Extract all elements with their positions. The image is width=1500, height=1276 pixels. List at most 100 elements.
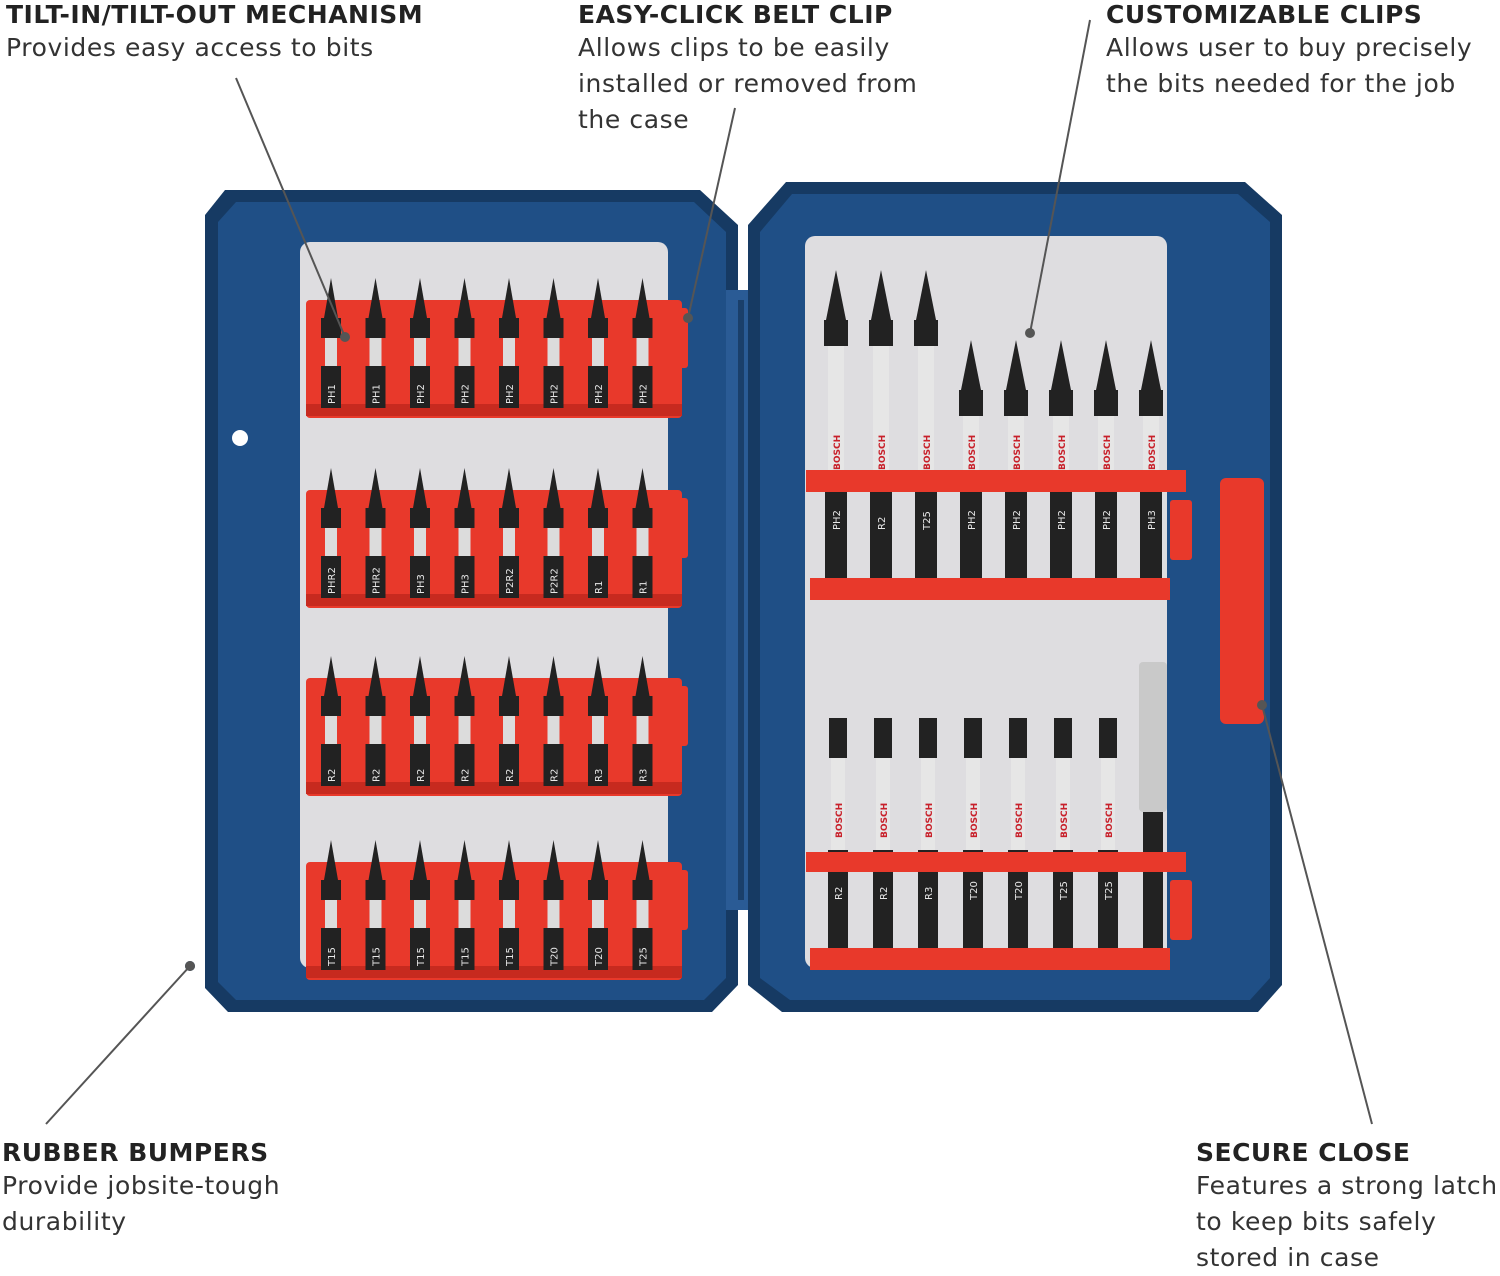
bit-label: T15 xyxy=(416,947,427,967)
bit-collar xyxy=(410,508,430,528)
bit-shank xyxy=(503,528,515,556)
bit-shank xyxy=(966,758,980,850)
bit-tip xyxy=(591,840,605,880)
leader-dot-belt xyxy=(683,313,693,323)
bit-collar xyxy=(1094,390,1118,416)
bit-tip xyxy=(324,656,338,696)
bit-shank xyxy=(325,900,337,928)
bit-shank xyxy=(414,900,426,928)
brand-mark: BOSCH xyxy=(1105,803,1115,838)
bit-shank xyxy=(503,900,515,928)
bit-hex xyxy=(543,928,564,970)
clip-base xyxy=(306,782,682,794)
bit-hex xyxy=(632,366,653,408)
bit-label: T15 xyxy=(372,947,383,967)
callout-description: Provide jobsite-tough durability xyxy=(2,1168,280,1240)
bit-label: PH2 xyxy=(1102,510,1113,530)
bit-hex xyxy=(499,744,519,786)
clip-tab xyxy=(1170,880,1192,940)
bit-label: T15 xyxy=(461,947,472,967)
bit-collar xyxy=(410,696,430,716)
bit-shank xyxy=(1143,416,1159,480)
bit-collar xyxy=(499,508,519,528)
holder-sleeve xyxy=(1139,662,1167,812)
bit-label: PH2 xyxy=(550,384,561,404)
bit-label: PH1 xyxy=(372,384,383,404)
bit-shank xyxy=(458,900,471,928)
brand-mark: BOSCH xyxy=(1103,435,1113,470)
bit-label: R2 xyxy=(550,769,561,782)
bit-hex xyxy=(632,928,653,970)
bit: R3 xyxy=(632,656,653,786)
bit-hex xyxy=(1050,480,1072,580)
bit-collar xyxy=(1139,390,1163,416)
bit: R2 xyxy=(365,656,386,786)
bit-label: PHR2 xyxy=(327,567,338,594)
bit: PH1 xyxy=(365,278,386,408)
bit-collar xyxy=(321,318,341,338)
bit-label: PH2 xyxy=(594,384,605,404)
bit-collar xyxy=(499,318,519,338)
bit-tip xyxy=(916,270,936,320)
bit-hex xyxy=(632,744,653,786)
bit-shank xyxy=(828,346,844,480)
bit-shank xyxy=(503,338,515,366)
callout-rubber-bumpers: RUBBER BUMPERS Provide jobsite-tough dur… xyxy=(2,1138,280,1240)
bit: PHR2 xyxy=(321,468,341,598)
clip-tab xyxy=(666,498,688,558)
bit-shank xyxy=(503,716,515,744)
callout-line: Features a strong latch xyxy=(1196,1171,1498,1200)
bit-label: T20 xyxy=(594,947,605,967)
bit-tip xyxy=(871,270,891,320)
bit-shank xyxy=(1011,758,1025,850)
bit-label: R2 xyxy=(461,769,472,782)
bit-collar xyxy=(410,318,430,338)
bit-collar xyxy=(454,318,475,338)
bit-hex xyxy=(410,744,430,786)
bit-hex xyxy=(499,556,519,598)
bit-hex xyxy=(588,556,608,598)
leader-dot-rubber xyxy=(185,961,195,971)
clip-base xyxy=(810,578,1170,600)
bit-tip xyxy=(413,468,427,508)
bit-collar xyxy=(543,318,564,338)
bit-label: R3 xyxy=(594,769,605,782)
bit: P2R2 xyxy=(543,468,564,598)
clip-body xyxy=(306,678,682,796)
bit-collar xyxy=(1004,390,1028,416)
bit-label: T15 xyxy=(327,947,338,967)
bit-label: PH2 xyxy=(639,384,650,404)
bit-hex xyxy=(410,556,430,598)
bit-shank xyxy=(1008,416,1024,480)
bit-collar xyxy=(454,696,475,716)
bit-shank xyxy=(876,758,890,850)
clip-base xyxy=(306,966,682,978)
bit-shank xyxy=(636,716,649,744)
leader-rubber xyxy=(45,965,191,1125)
clip-tab xyxy=(666,686,688,746)
bit-collar xyxy=(588,508,608,528)
bit-collar xyxy=(365,318,386,338)
bit-collar xyxy=(543,880,564,900)
callout-line: durability xyxy=(2,1207,127,1236)
bit: T15 xyxy=(499,840,519,970)
bit-shank xyxy=(831,758,845,850)
bit: T20 xyxy=(588,840,608,970)
bit: T25 xyxy=(632,840,653,970)
bit-collar xyxy=(543,696,564,716)
bit-label: R2 xyxy=(372,769,383,782)
bit: P2R2 xyxy=(499,468,519,598)
bit-label: T25 xyxy=(1104,881,1115,901)
bit: PH2 xyxy=(454,278,475,408)
bit-tip xyxy=(829,718,847,758)
leader-secure xyxy=(1261,704,1373,1125)
bit-shank xyxy=(547,900,560,928)
bit: PH2 xyxy=(543,278,564,408)
bit-shank xyxy=(1101,758,1115,850)
clip-body xyxy=(806,470,1186,492)
bit-label: PH2 xyxy=(416,384,427,404)
